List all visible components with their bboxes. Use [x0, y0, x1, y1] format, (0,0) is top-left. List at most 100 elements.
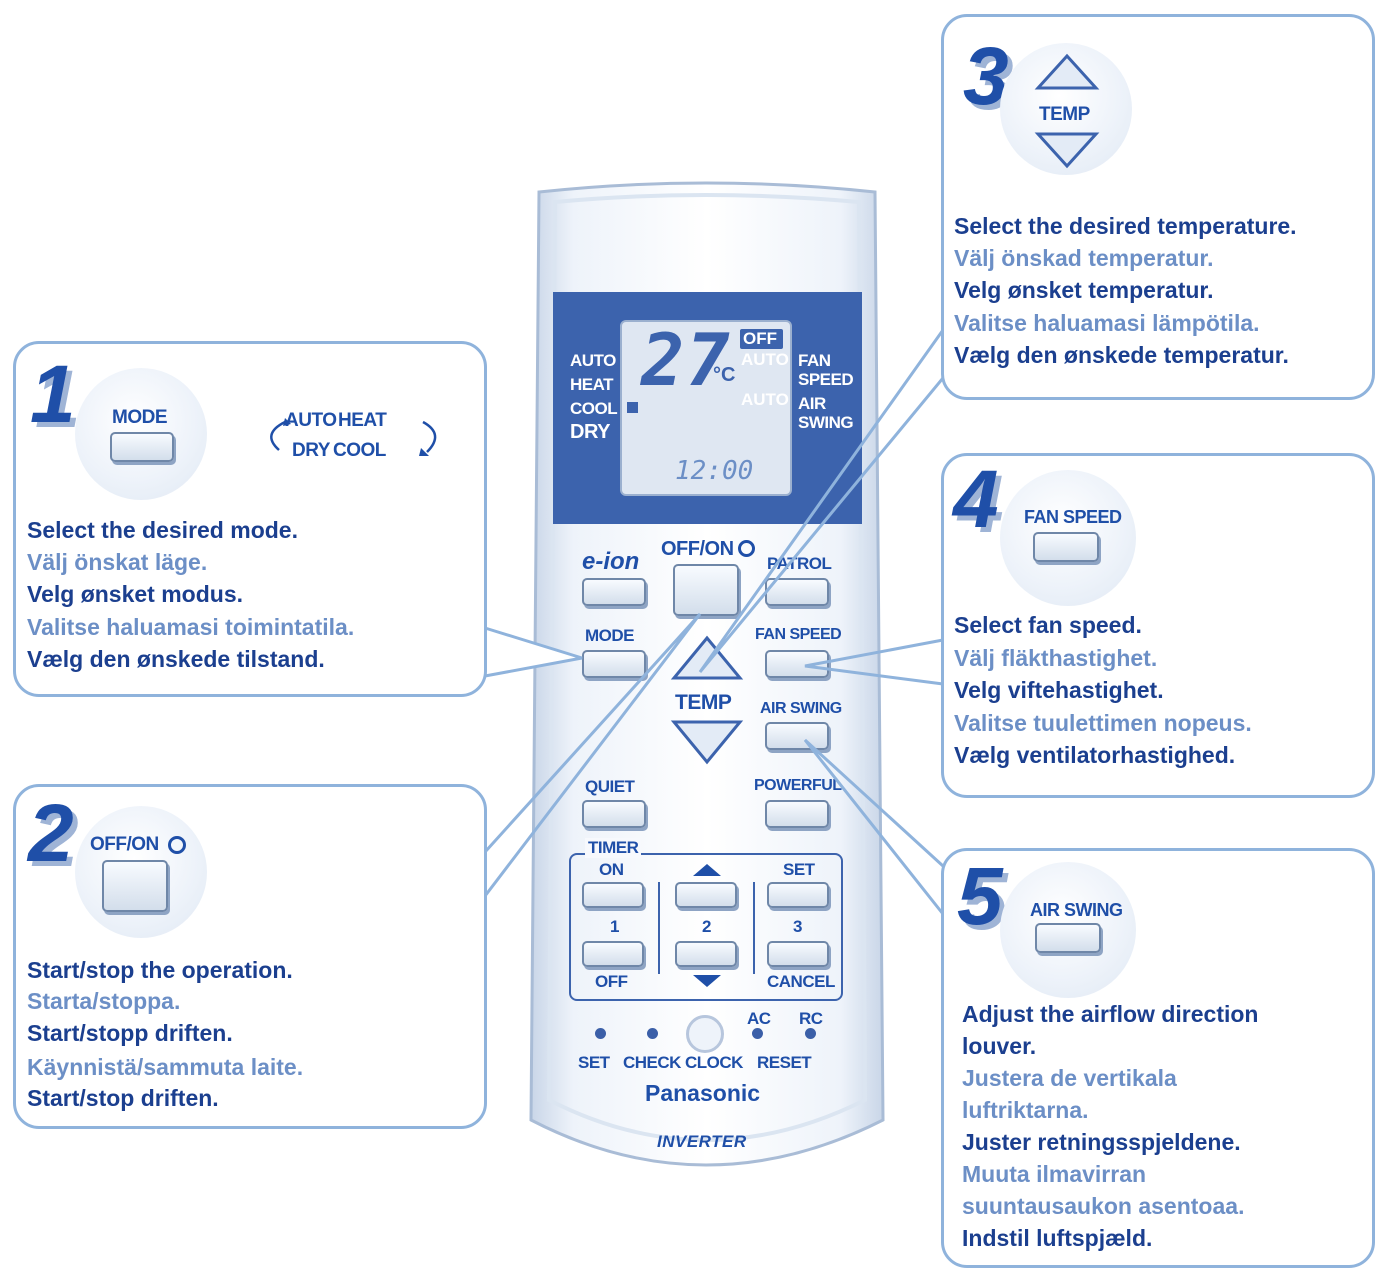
check-pinhole[interactable] [647, 1028, 658, 1039]
temp-down-icon[interactable] [670, 720, 744, 765]
lcd-unit: °C [713, 364, 736, 386]
text-line: Valitse haluamasi toimintatila. [27, 614, 355, 640]
text-line: Justera de vertikala [962, 1065, 1177, 1091]
text-line: Velg ønsket temperatur. [954, 277, 1214, 303]
timer-divider-right [753, 882, 755, 974]
lcd-heat-mode: HEAT [570, 375, 614, 394]
text-line: Starta/stoppa. [27, 988, 181, 1014]
timer-down-arrow-icon [693, 975, 721, 987]
powerful-label: POWERFUL [754, 777, 842, 794]
timer-off-label: OFF [595, 972, 628, 991]
lcd-auto-1: AUTO [741, 350, 789, 369]
set-label: SET [578, 1053, 610, 1072]
set-pinhole[interactable] [595, 1028, 606, 1039]
timer-set-label: SET [783, 860, 815, 879]
lcd-screen [620, 320, 792, 496]
temp-arrows [670, 635, 744, 765]
quiet-button[interactable] [582, 800, 646, 828]
text-line: Select the desired temperature. [954, 213, 1297, 239]
timer-1-label: 1 [610, 917, 619, 936]
text-line: Start/stop the operation. [27, 957, 293, 983]
powerful-button[interactable] [765, 800, 829, 828]
remote-control: 27 °C OFF AUTO AUTO 12:00 AUTO HEAT COOL… [525, 180, 890, 1195]
rc-label: RC [799, 1009, 823, 1028]
text-line: Vælg den ønskede tilstand. [27, 646, 325, 672]
timer-cancel-label: CANCEL [767, 972, 835, 991]
timer-cancel-button[interactable] [767, 941, 829, 967]
lcd-mode-marker [627, 402, 638, 413]
cycle-heat: HEAT [338, 410, 387, 431]
text-line: Velg viftehastighet. [954, 677, 1164, 703]
cycle-dry: DRY [292, 440, 330, 461]
callout-5-text: Adjust the airflow direction louver. Jus… [962, 998, 1372, 1258]
timer-on-button[interactable] [582, 882, 644, 908]
text-line: Vælg den ønskede temperatur. [954, 342, 1289, 368]
lcd-speed-label: SPEED [798, 370, 854, 389]
temp-label: TEMP [675, 691, 732, 714]
fan-speed-button-illustration [1033, 532, 1099, 562]
inverter-logo: INVERTER [657, 1132, 747, 1151]
clock-button[interactable] [686, 1015, 724, 1053]
clock-label: CLOCK [685, 1053, 743, 1072]
check-label: CHECK [623, 1053, 681, 1072]
offon-button[interactable] [673, 564, 739, 616]
mode-button[interactable] [582, 650, 646, 678]
lcd-auto-2: AUTO [741, 390, 789, 409]
lcd-off-indicator [740, 329, 783, 349]
air-swing-button-illustration [1035, 923, 1101, 953]
text-line: Välj önskad temperatur. [954, 245, 1214, 271]
lcd-auto-mode: AUTO [570, 351, 616, 370]
timer-down-button[interactable] [675, 941, 737, 967]
lcd-clock: 12:00 [675, 456, 754, 486]
cycle-arrows-icon [270, 418, 437, 456]
text-line: Käynnistä/sammuta laite. [27, 1054, 304, 1080]
timer-2-label: 2 [702, 917, 711, 936]
mode-button-illustration [110, 432, 174, 462]
rc-reset-pinhole[interactable] [805, 1028, 816, 1039]
ac-label: AC [747, 1009, 771, 1028]
text-line: louver. [962, 1033, 1037, 1059]
timer-off-button[interactable] [582, 941, 644, 967]
timer-set-button[interactable] [767, 882, 829, 908]
cycle-auto: AUTO [285, 410, 337, 431]
offon-button-illustration [102, 860, 168, 912]
step-number-2: 2 [28, 788, 74, 879]
ac-reset-pinhole[interactable] [752, 1028, 763, 1039]
fan-speed-label: FAN SPEED [755, 626, 842, 643]
brand-logo: Panasonic [645, 1080, 761, 1106]
text-line: suuntausaukon asentoaa. [962, 1193, 1245, 1219]
lcd-cool-mode: COOL [570, 399, 618, 418]
text-line: Vælg ventilatorhastighed. [954, 742, 1236, 768]
lcd-temperature: 27 [641, 318, 732, 402]
callout-3-text: Select the desired temperature. Välj öns… [954, 210, 1374, 380]
air-swing-button-label: AIR SWING [1030, 900, 1123, 920]
timer-3-label: 3 [793, 917, 802, 936]
patrol-label: PATROL [767, 554, 832, 573]
text-line: Indstil luftspjæld. [962, 1225, 1153, 1251]
text-line: Adjust the airflow direction [962, 1001, 1259, 1027]
text-line: Start/stop driften. [27, 1085, 219, 1111]
offon-button-label: OFF/ON [90, 834, 159, 855]
text-line: Välj fläkthastighet. [954, 645, 1158, 671]
callout-1-text: Select the desired mode. Välj önskat läg… [27, 514, 477, 684]
offon-label: OFF/ON [661, 538, 734, 560]
text-line: Välj önskat läge. [27, 549, 208, 575]
eion-button[interactable] [582, 578, 646, 606]
lcd-air-label: AIR [798, 394, 826, 413]
reset-label: RESET [757, 1053, 812, 1072]
timer-up-button[interactable] [675, 882, 737, 908]
temp-up-icon[interactable] [670, 635, 744, 680]
callout-4-text: Select fan speed. Välj fläkthastighet. V… [954, 609, 1374, 779]
cycle-cool: COOL [333, 440, 386, 461]
air-swing-button[interactable] [765, 722, 829, 750]
step-number-4: 4 [953, 454, 999, 545]
mode-label: MODE [585, 626, 635, 645]
timer-frame [569, 853, 843, 1001]
timer-on-label: ON [599, 860, 624, 879]
text-line: Muuta ilmavirran [962, 1161, 1147, 1187]
quiet-label: QUIET [585, 777, 635, 796]
power-icon-2 [168, 836, 186, 854]
lcd-swing-label: SWING [798, 413, 854, 432]
text-line: Start/stopp driften. [27, 1020, 233, 1046]
